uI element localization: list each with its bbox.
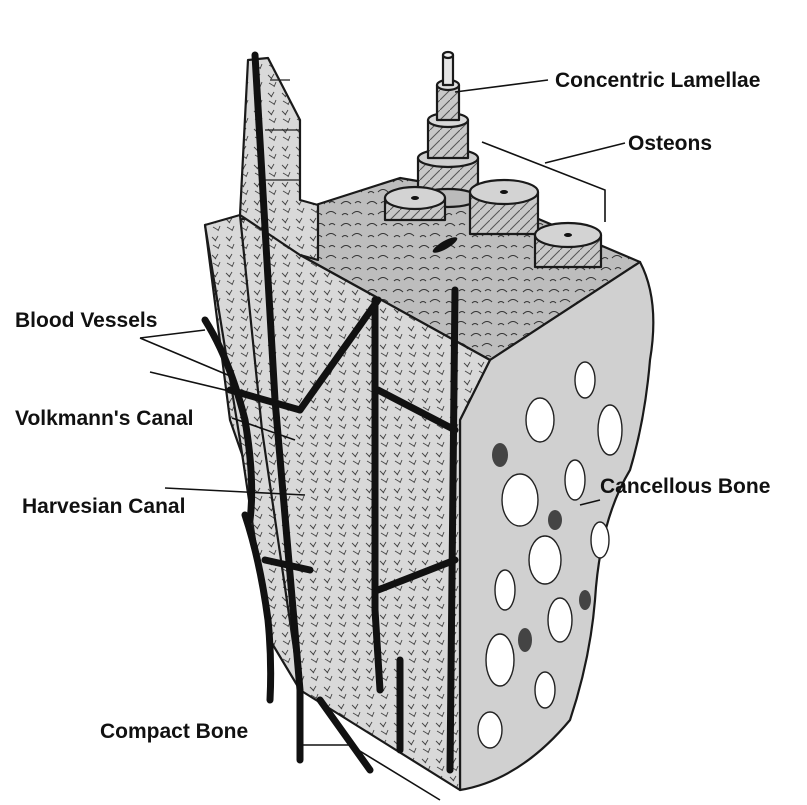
label-cancellous-bone: Cancellous Bone: [600, 475, 770, 498]
label-concentric-lamellae: Concentric Lamellae: [555, 69, 760, 92]
label-compact-bone: Compact Bone: [100, 720, 248, 743]
label-harvesian-canal: Harvesian Canal: [22, 495, 185, 518]
label-blood-vessels: Blood Vessels: [15, 309, 157, 332]
label-osteons: Osteons: [628, 132, 712, 155]
label-volkmanns-canal: Volkmann's Canal: [15, 407, 194, 430]
